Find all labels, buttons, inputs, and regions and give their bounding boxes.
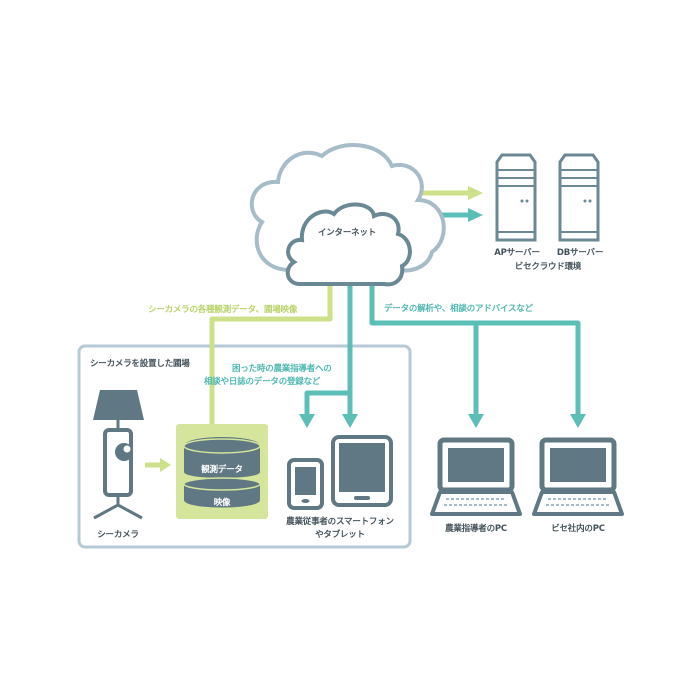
storage-video: 映像 [213,498,231,508]
mobile-flow-label-2: 相談や日誌のデータの登録など [204,377,321,387]
company-pc-label: ビセ社内のPC [551,524,605,534]
server-arrowhead-teal [468,208,483,222]
smartphone-icon [287,458,324,510]
db-server-label: DBサーバー [556,248,604,258]
cloud-environment-label: ビセクラウド環境 [514,262,582,272]
storage-observation-data: 観測データ [201,465,243,475]
database-icon [183,437,261,508]
arrow-to-smartphone [299,414,315,428]
mobile-flow-label-1: 困った時の農業指導者への [232,364,332,374]
field-title: シーカメラを設置した圃場 [90,359,190,369]
mobile-line-branch [304,390,350,415]
sea-camera-icon [93,390,144,520]
devices-label-2: やタブレット [315,530,365,540]
camera-data-flow-label: シーカメラの各種観測データ、圃場映像 [148,305,298,315]
sea-camera-label: シーカメラ [97,530,139,540]
laptop-icon-advisor [430,437,522,516]
laptop-icon-company [532,437,624,516]
camera-data-line [209,265,333,425]
ap-server-icon [495,153,537,242]
analysis-flow-label: データの解析や、相談のアドバイスなど [384,304,533,314]
arrow-to-pc-2 [570,414,586,428]
internet-cloud-inner [285,202,412,287]
ap-server-label: APサーバー [494,248,540,258]
tablet-icon [331,435,393,507]
arrow-to-tablet [342,414,358,428]
field-frame [77,344,412,549]
db-server-icon [558,153,600,242]
server-arrowhead-green [468,186,483,200]
arrow-to-pc-1 [468,414,484,428]
internet-label: インターネット [317,228,377,238]
camera-to-storage-arrowhead [160,458,171,472]
devices-label-1: 農業従事者のスマートフォン [286,517,394,527]
advisor-pc-label: 農業指導者のPC [445,524,507,534]
